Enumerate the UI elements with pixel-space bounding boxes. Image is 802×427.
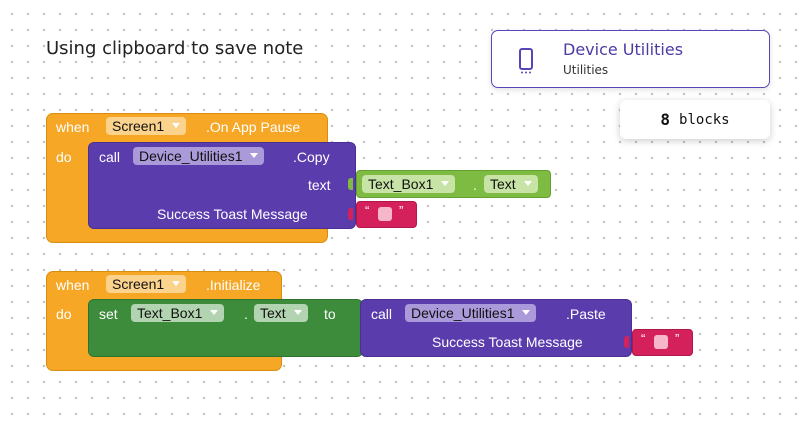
- property-dropdown-value: Text: [490, 176, 516, 192]
- component-dropdown[interactable]: Device_Utilities1: [405, 304, 537, 322]
- chevron-down-icon: [172, 281, 181, 286]
- string-input[interactable]: [378, 207, 392, 221]
- do-label: do: [56, 306, 72, 322]
- component-dropdown-value: Device_Utilities1: [411, 305, 515, 321]
- chevron-down-icon: [172, 123, 181, 128]
- chevron-down-icon: [210, 310, 219, 315]
- block-count-label: blocks: [679, 111, 730, 128]
- string-input[interactable]: [654, 335, 668, 349]
- screen-dropdown[interactable]: Screen1: [106, 117, 187, 135]
- textbox-dropdown[interactable]: Text_Box1: [131, 304, 225, 322]
- quote-open: “: [365, 203, 370, 218]
- quote-open: “: [641, 331, 646, 346]
- arg-text-label: text: [308, 177, 331, 193]
- component-dropdown-value: Device_Utilities1: [139, 148, 243, 164]
- textbox-dropdown-value: Text_Box1: [368, 176, 434, 192]
- call-label: call: [371, 306, 393, 322]
- arg-toast-label: Success Toast Message: [432, 334, 583, 350]
- chevron-down-icon: [523, 181, 532, 186]
- set-block-text[interactable]: [88, 299, 363, 357]
- quote-close: ”: [675, 331, 680, 346]
- do-label: do: [56, 149, 72, 165]
- textbox-dropdown[interactable]: Text_Box1: [362, 175, 456, 193]
- socket-tab: [348, 178, 353, 190]
- method-name: .Copy: [293, 149, 330, 165]
- page-title: Using clipboard to save note: [46, 38, 304, 59]
- property-dropdown[interactable]: Text: [484, 175, 538, 193]
- block-count-badge: 8 blocks: [620, 100, 770, 139]
- method-name: .Paste: [566, 306, 606, 322]
- when-label: when: [56, 277, 90, 293]
- quote-close: ”: [399, 203, 404, 218]
- component-name: Device Utilities: [563, 40, 684, 59]
- component-dropdown[interactable]: Device_Utilities1: [133, 147, 265, 165]
- screen-dropdown-value: Screen1: [112, 118, 165, 134]
- textbox-dropdown-value: Text_Box1: [137, 305, 203, 321]
- arg-toast-label: Success Toast Message: [157, 206, 308, 222]
- chevron-down-icon: [441, 181, 450, 186]
- when-label: when: [56, 119, 90, 135]
- property-dropdown[interactable]: Text: [254, 304, 308, 322]
- call-label: call: [99, 149, 121, 165]
- chevron-down-icon: [293, 310, 302, 315]
- component-subtitle: Utilities: [563, 63, 609, 77]
- event-name: .Initialize: [206, 277, 261, 293]
- dot-label: .: [473, 177, 477, 193]
- set-label: set: [99, 306, 118, 322]
- chevron-down-icon: [250, 153, 259, 158]
- socket-tab: [348, 208, 353, 220]
- to-label: to: [324, 306, 336, 322]
- block-count-number: 8: [660, 110, 671, 129]
- component-card[interactable]: Device Utilities Utilities: [491, 30, 770, 88]
- event-name: .On App Pause: [206, 119, 301, 135]
- property-dropdown-value: Text: [260, 305, 286, 321]
- screen-dropdown[interactable]: Screen1: [106, 275, 187, 293]
- screen-dropdown-value: Screen1: [112, 276, 165, 292]
- dot-label: .: [244, 306, 248, 322]
- chevron-down-icon: [522, 310, 531, 315]
- phone-icon: [519, 48, 533, 79]
- socket-tab: [624, 336, 629, 348]
